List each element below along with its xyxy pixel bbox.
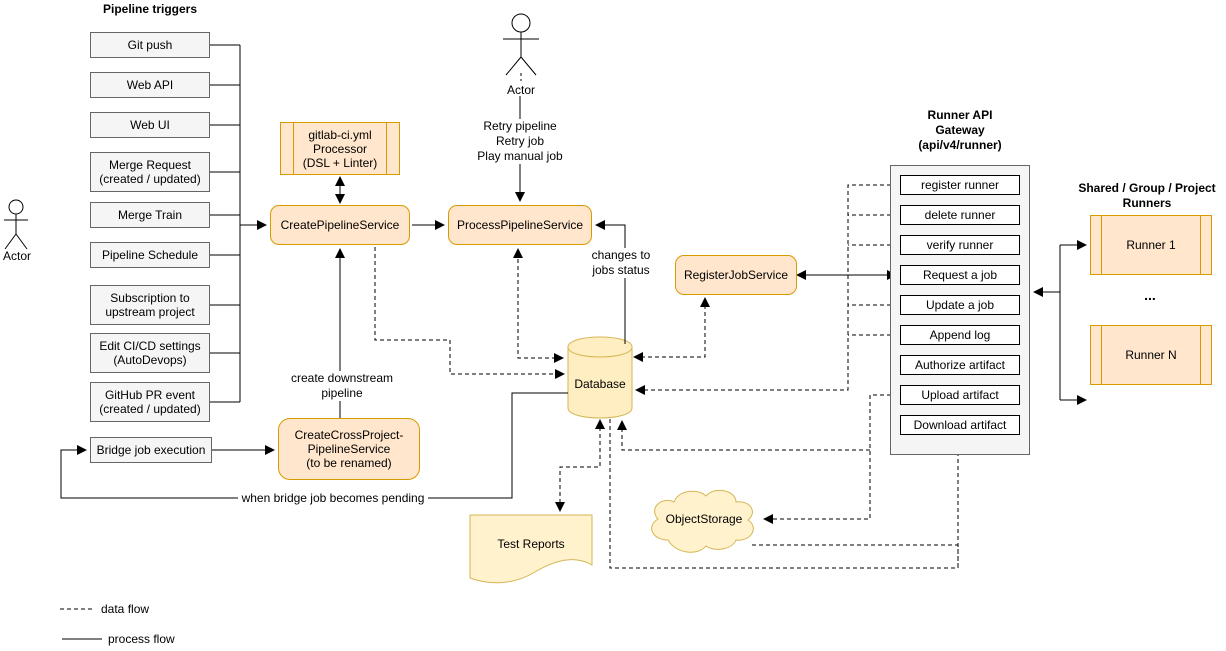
object-storage-label: ObjectStorage bbox=[665, 512, 743, 526]
trigger-web-api: Web API bbox=[90, 72, 210, 98]
endpoint-register-runner: register runner bbox=[900, 175, 1020, 195]
runners-ellipsis: ... bbox=[1144, 287, 1156, 303]
create-cross-project-pipeline-service: CreateCrossProject- PipelineService (to … bbox=[278, 418, 420, 480]
trigger-edit-cicd: Edit CI/CD settings (AutoDevops) bbox=[90, 333, 210, 373]
process-right-bar bbox=[1200, 326, 1201, 384]
gitlab-ci-processor: gitlab-ci.yml Processor (DSL + Linter) bbox=[280, 122, 400, 175]
legend-process-flow-label: process flow bbox=[108, 632, 175, 646]
runner-1: Runner 1 bbox=[1090, 215, 1212, 275]
object-storage-cloud-shape bbox=[651, 489, 754, 553]
legend-line-samples bbox=[60, 608, 102, 640]
test-reports-document-shape bbox=[469, 514, 593, 584]
database-cylinder-shape bbox=[567, 336, 633, 419]
actor-left-label: Actor bbox=[2, 249, 31, 263]
trigger-pipeline-schedule: Pipeline Schedule bbox=[90, 242, 210, 268]
endpoint-download-artifact: Download artifact bbox=[900, 415, 1020, 435]
trigger-merge-train: Merge Train bbox=[90, 202, 210, 228]
runner-n: Runner N bbox=[1090, 325, 1212, 385]
process-right-bar bbox=[386, 123, 387, 174]
legend-data-flow-label: data flow bbox=[101, 602, 150, 616]
bridge-pending-annotation: when bridge job becomes pending bbox=[238, 491, 428, 506]
retry-annotation: Retry pipeline Retry job Play manual job bbox=[466, 119, 574, 164]
runners-title: Shared / Group / Project Runners bbox=[1078, 181, 1216, 210]
endpoint-verify-runner: verify runner bbox=[900, 235, 1020, 255]
test-reports-label: Test Reports bbox=[497, 537, 565, 551]
process-pipeline-service: ProcessPipelineService bbox=[448, 205, 592, 245]
endpoint-append-log: Append log bbox=[900, 325, 1020, 345]
runner-1-label: Runner 1 bbox=[1126, 238, 1176, 252]
endpoint-delete-runner: delete runner bbox=[900, 205, 1020, 225]
endpoint-request-a-job: Request a job bbox=[900, 265, 1020, 285]
gitlab-ci-processor-label: gitlab-ci.yml Processor (DSL + Linter) bbox=[302, 127, 378, 170]
create-pipeline-service: CreatePipelineService bbox=[270, 205, 410, 245]
runner-n-label: Runner N bbox=[1125, 348, 1177, 362]
data-flow-edges bbox=[374, 184, 963, 569]
trigger-bridge-job: Bridge job execution bbox=[90, 437, 212, 463]
trigger-web-ui: Web UI bbox=[90, 112, 210, 138]
database-label: Database bbox=[574, 377, 626, 391]
trigger-github-pr: GitHub PR event (created / updated) bbox=[90, 382, 210, 422]
actor-top-icon bbox=[503, 13, 539, 81]
actor-top-label: Actor bbox=[506, 83, 535, 97]
register-job-service: RegisterJobService bbox=[675, 255, 797, 295]
trigger-git-push: Git push bbox=[90, 32, 210, 58]
trigger-subscription: Subscription to upstream project bbox=[90, 285, 210, 325]
process-left-bar bbox=[1101, 216, 1102, 274]
endpoint-authorize-artifact: Authorize artifact bbox=[900, 355, 1020, 375]
pipeline-triggers-title: Pipeline triggers bbox=[102, 2, 198, 16]
actor-left-icon bbox=[4, 199, 28, 250]
changes-to-jobs-status-annotation: changes to jobs status bbox=[588, 248, 654, 278]
process-left-bar bbox=[293, 123, 294, 174]
process-right-bar bbox=[1200, 216, 1201, 274]
runner-api-gateway-title: Runner API Gateway (api/v4/runner) bbox=[918, 108, 1002, 152]
create-downstream-annotation: create downstream pipeline bbox=[283, 371, 401, 401]
trigger-merge-request: Merge Request (created / updated) bbox=[90, 152, 210, 192]
endpoint-update-a-job: Update a job bbox=[900, 295, 1020, 315]
endpoint-upload-artifact: Upload artifact bbox=[900, 385, 1020, 405]
process-left-bar bbox=[1101, 326, 1102, 384]
